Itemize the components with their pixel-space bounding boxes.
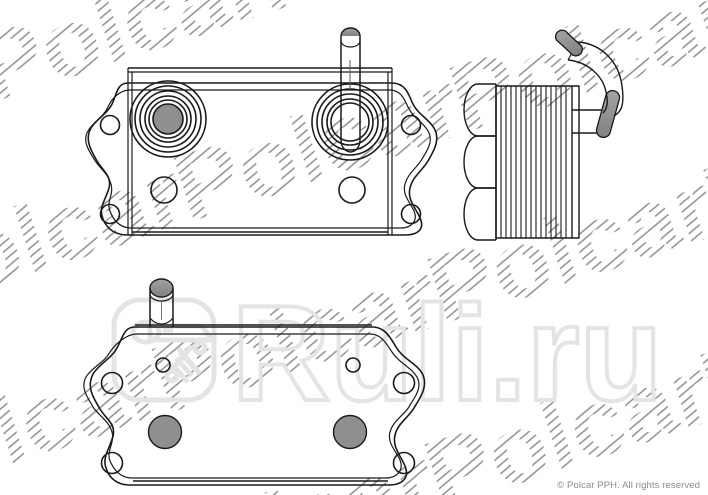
ruli-logo-icon: [111, 297, 217, 403]
copyright-footer: © Polcar PPH. All rights reserved: [557, 480, 700, 491]
side-fin-block: [495, 85, 573, 239]
plan-through-hole-right: [338, 176, 366, 204]
view-top-right-side: [463, 29, 624, 241]
plan-vertical-outlet-pipe: [340, 27, 361, 153]
view-bottom-flange: [83, 278, 426, 486]
view-top-left-plan: [85, 27, 438, 236]
side-fins: [500, 86, 567, 238]
side-port-end-cap: [595, 89, 621, 139]
flange-bolt-hole-tr: [392, 371, 416, 395]
ruli-watermark-text: Ruli.ru: [232, 277, 663, 429]
flange-bolt-hole-tl: [100, 371, 124, 395]
flange-small-hole-left: [155, 357, 171, 373]
plan-outer-outline: [87, 82, 438, 236]
plan-right-boss: [311, 83, 389, 161]
flange-bolt-hole-br: [392, 451, 416, 475]
plan-bolt-hole-tl: [99, 114, 121, 136]
flange-outer-outline: [89, 326, 426, 486]
flange-small-hole-right: [345, 357, 361, 373]
side-end-plate: [463, 83, 497, 241]
side-elbow-top-cap: [554, 29, 584, 57]
flange-port-left: [147, 414, 183, 450]
flange-inner-outline: [83, 333, 420, 479]
side-right-plate: [572, 85, 580, 239]
plan-inner-outline: [85, 89, 431, 229]
flange-bolt-hole-bl: [100, 451, 124, 475]
plan-bolt-hole-bl: [99, 203, 121, 225]
plan-through-hole-left: [150, 176, 178, 204]
flange-vertical-inlet-pipe: [149, 278, 174, 327]
plan-bolt-hole-tr: [400, 114, 422, 136]
plan-bolt-hole-br: [400, 203, 422, 225]
plan-left-boss: [129, 80, 207, 158]
flange-port-right: [332, 414, 368, 450]
